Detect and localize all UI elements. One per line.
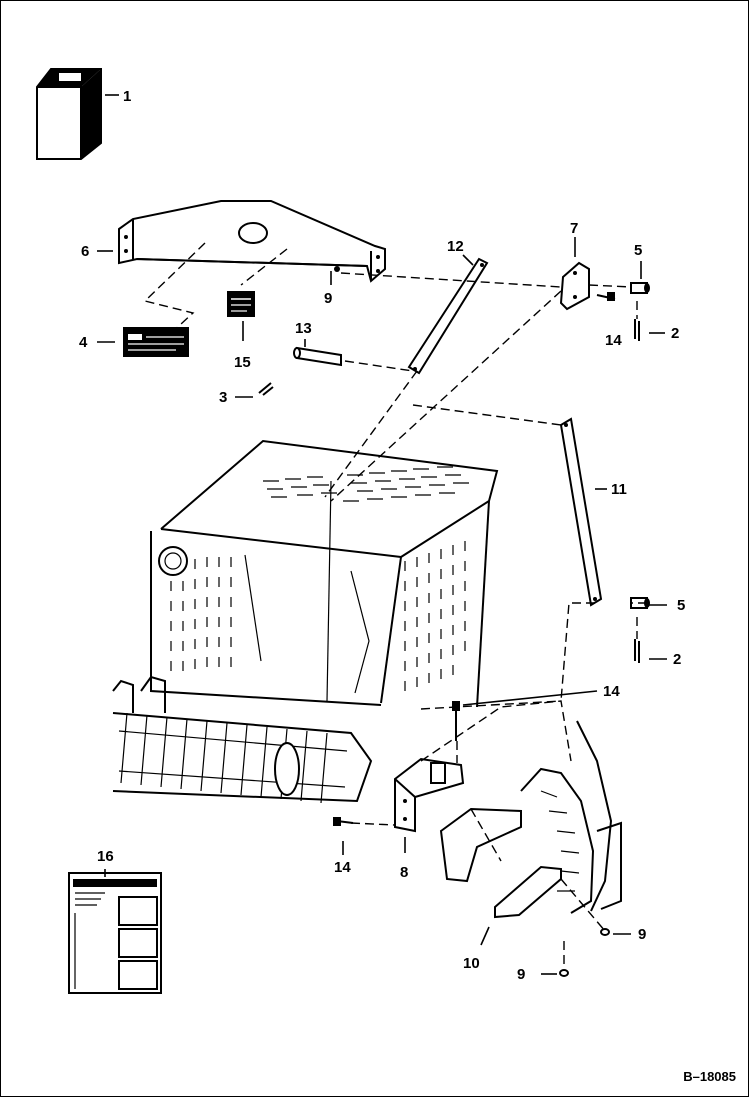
callout-1: 1 [123,88,132,105]
part-16-manual-icon [68,872,162,994]
callout-9-bottom: 9 [517,966,526,983]
callout-2-upper: 2 [671,325,680,342]
part-14-bolt-lower-icon [333,817,354,826]
callout-7: 7 [570,220,579,237]
callout-11: 11 [611,481,627,498]
callout-3: 3 [219,389,228,406]
callout-leader-lines [97,94,667,975]
callout-6: 6 [81,243,90,260]
part-8-mount-bracket-icon [394,757,465,833]
part-15-decal-icon [227,291,255,317]
part-9-nut-icons [559,928,610,977]
part-2-cotter-lower-icon [634,639,640,663]
part-14-bolt-middle-icon [452,701,460,741]
part-7-bracket-plate-icon [559,261,590,311]
machine-canopy-guard-icon [150,439,499,708]
callout-16: 16 [97,848,114,865]
callout-9-right: 9 [638,926,647,943]
callout-4: 4 [79,334,88,351]
drive-sprocket-icon [520,720,622,914]
figure-reference-number: B–18085 [683,1069,736,1084]
part-12-link-bar-icon [407,257,489,375]
part-5-pin-upper-icon [630,282,650,294]
machine-track-icon [112,675,373,804]
part-13-pin-icon [293,346,342,367]
assembly-dashed-lines [143,242,647,969]
callout-10: 10 [463,955,480,972]
part-11-long-bar-icon [559,417,603,607]
callout-8: 8 [400,864,409,881]
callout-12: 12 [447,238,464,255]
part-1-box-icon [36,68,102,160]
callout-2-lower: 2 [673,651,682,668]
callout-14-upper: 14 [605,332,622,349]
callout-13: 13 [295,320,312,337]
part-4-decal-icon [123,327,189,357]
callout-5-lower: 5 [677,597,686,614]
part-3-cotter-pin-icon [258,382,274,396]
callout-5-upper: 5 [634,242,643,259]
callout-14-lower: 14 [334,859,351,876]
callout-14-middle: 14 [603,683,620,700]
part-6-crossbar-icon [118,200,386,283]
callout-9-top: 9 [324,290,333,307]
callout-15: 15 [234,354,251,371]
part-2-cotter-upper-icon [634,319,640,341]
part-10-bracket-icon [439,807,562,919]
part-14-bolt-top-icon [596,292,616,301]
